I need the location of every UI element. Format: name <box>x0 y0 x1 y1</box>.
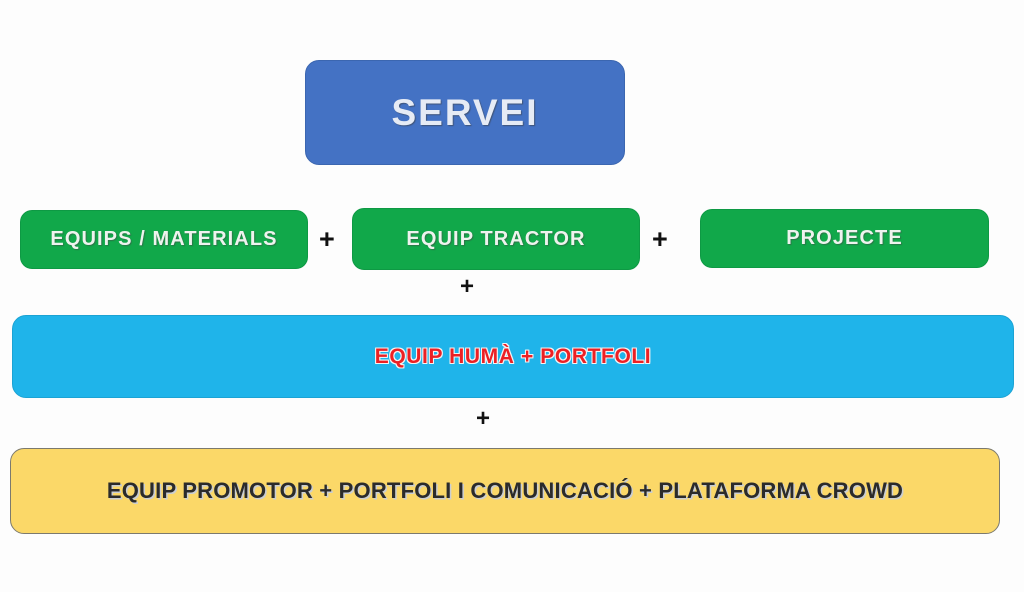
node-equip-tractor-label: EQUIP TRACTOR <box>406 227 586 250</box>
node-equip-huma-portfoli-label: EQUIP HUMÀ + PORTFOLI <box>374 344 652 368</box>
node-servei[interactable]: SERVEI <box>305 60 625 165</box>
node-equip-tractor[interactable]: EQUIP TRACTOR <box>352 208 640 270</box>
node-projecte-label: PROJECTE <box>786 227 903 249</box>
plus-operator-green-2: + <box>652 224 668 254</box>
plus-operator-green-1: + <box>319 224 335 254</box>
node-equip-promotor[interactable]: EQUIP PROMOTOR + PORTFOLI I COMUNICACIÓ … <box>10 448 1000 534</box>
node-equips-materials[interactable]: EQUIPS / MATERIALS <box>20 210 308 269</box>
node-projecte[interactable]: PROJECTE <box>700 209 989 268</box>
plus-operator-row-cyan-yellow: + <box>476 405 491 432</box>
node-equip-huma-portfoli[interactable]: EQUIP HUMÀ + PORTFOLI <box>12 315 1014 398</box>
plus-operator-row-green-cyan: + <box>460 273 475 300</box>
node-equip-promotor-label: EQUIP PROMOTOR + PORTFOLI I COMUNICACIÓ … <box>106 478 904 503</box>
node-servei-label: SERVEI <box>391 91 539 133</box>
node-equips-materials-label: EQUIPS / MATERIALS <box>50 228 278 250</box>
